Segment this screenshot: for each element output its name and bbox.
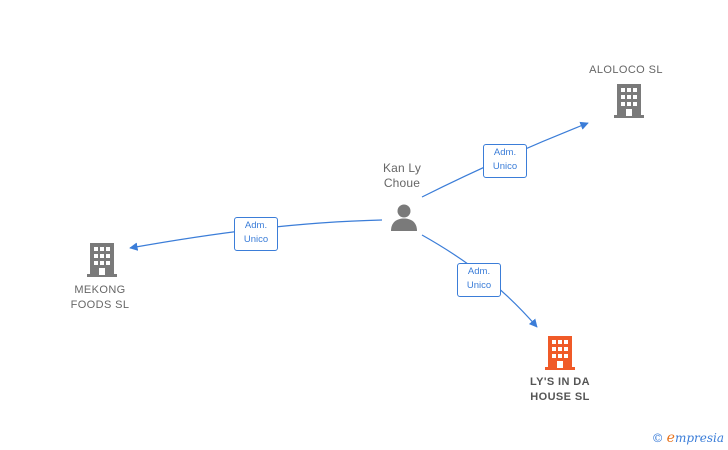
edge-label-mekong: Adm. Unico — [234, 217, 278, 251]
company-name-mekong[interactable]: MEKONG FOODS SL — [70, 284, 130, 311]
company-name-lys[interactable]: LY'S IN DA HOUSE SL — [530, 376, 590, 403]
building-icon[interactable] — [614, 84, 644, 118]
brand-initial: e — [666, 430, 675, 446]
edge-label-aloloco: Adm. Unico — [483, 144, 527, 178]
person-icon[interactable] — [389, 202, 419, 232]
copyright-symbol: © — [651, 431, 664, 445]
company-name-aloloco[interactable]: ALOLOCO SL — [589, 64, 663, 76]
brand-name: mpresia — [674, 431, 724, 445]
person-name[interactable]: Kan Ly Choue — [382, 161, 422, 190]
edge-label-lys: Adm. Unico — [457, 263, 501, 297]
empresia-logo: ©empresia — [652, 430, 724, 446]
building-icon[interactable] — [87, 243, 117, 277]
building-icon-highlighted[interactable] — [545, 336, 575, 370]
